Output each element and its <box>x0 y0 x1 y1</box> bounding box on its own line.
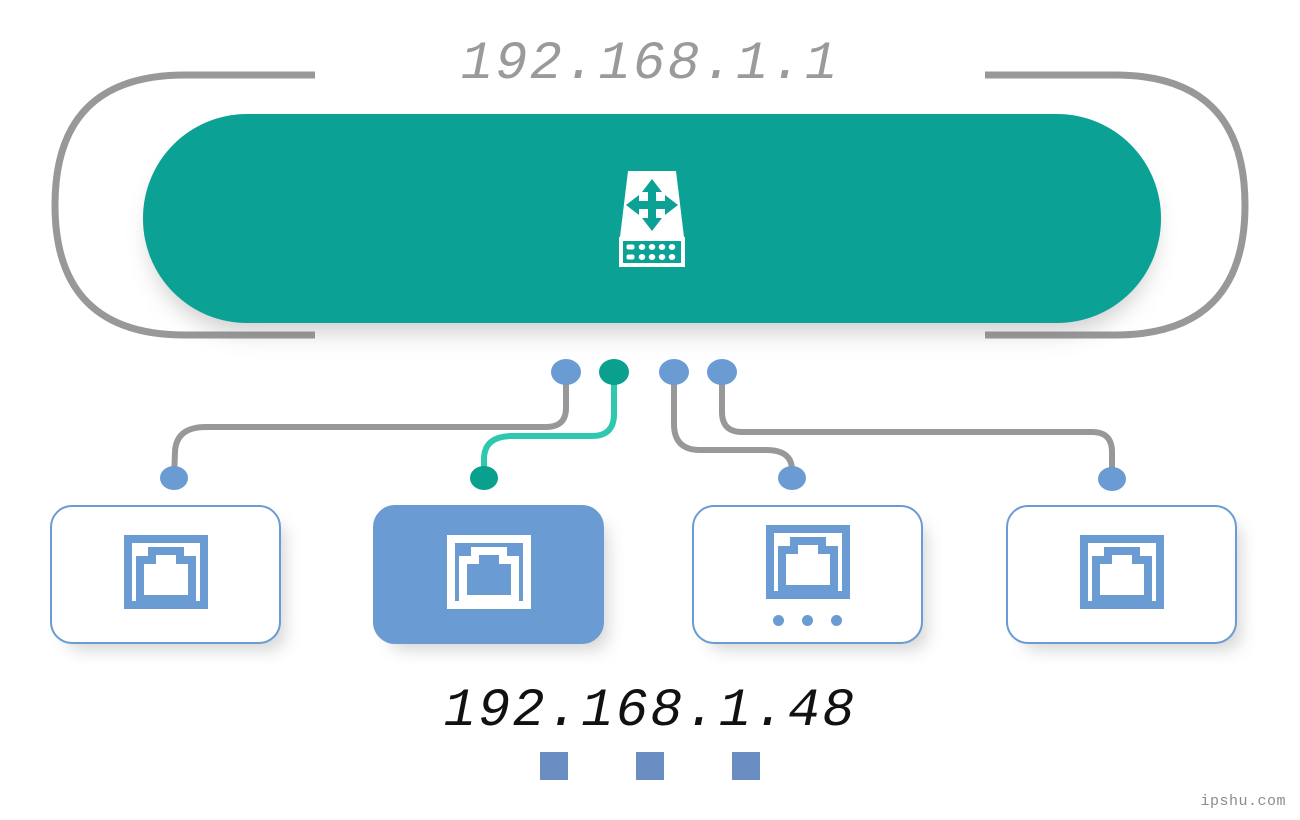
device-node-1[interactable] <box>50 505 281 644</box>
ellipsis-dot <box>802 615 813 626</box>
ethernet-port-icon <box>765 523 851 606</box>
site-watermark: ipshu.com <box>1200 793 1286 810</box>
status-square <box>540 752 568 780</box>
ethernet-port-icon <box>1079 533 1165 616</box>
router-body[interactable] <box>143 114 1161 323</box>
device-connector-4[interactable] <box>1098 467 1126 491</box>
link-port2-device2-active <box>481 375 617 481</box>
status-squares <box>0 752 1300 780</box>
router-ip-label: 192.168.1.1 <box>460 34 840 95</box>
device-connector-1[interactable] <box>160 466 188 490</box>
ellipsis-dot <box>773 615 784 626</box>
router-port-1[interactable] <box>551 359 581 385</box>
router-port-4[interactable] <box>707 359 737 385</box>
link-port1-device1 <box>171 375 569 481</box>
link-port3-device3 <box>671 375 795 481</box>
ellipsis-dot <box>831 615 842 626</box>
status-square <box>636 752 664 780</box>
device-ip-label: 192.168.1.48 <box>443 681 857 742</box>
device-connector-2[interactable] <box>470 466 498 490</box>
more-devices-ellipsis-icon <box>773 615 842 626</box>
ethernet-port-icon <box>446 533 532 616</box>
device-node-4[interactable] <box>1006 505 1237 644</box>
device-node-2-selected[interactable] <box>373 505 604 644</box>
device-connector-3[interactable] <box>778 466 806 490</box>
router-port-3[interactable] <box>659 359 689 385</box>
router-icon <box>143 114 1161 323</box>
status-square <box>732 752 760 780</box>
link-port4-device4 <box>719 375 1115 481</box>
device-node-3[interactable] <box>692 505 923 644</box>
ethernet-port-icon <box>123 533 209 616</box>
router-port-2[interactable] <box>599 359 629 385</box>
